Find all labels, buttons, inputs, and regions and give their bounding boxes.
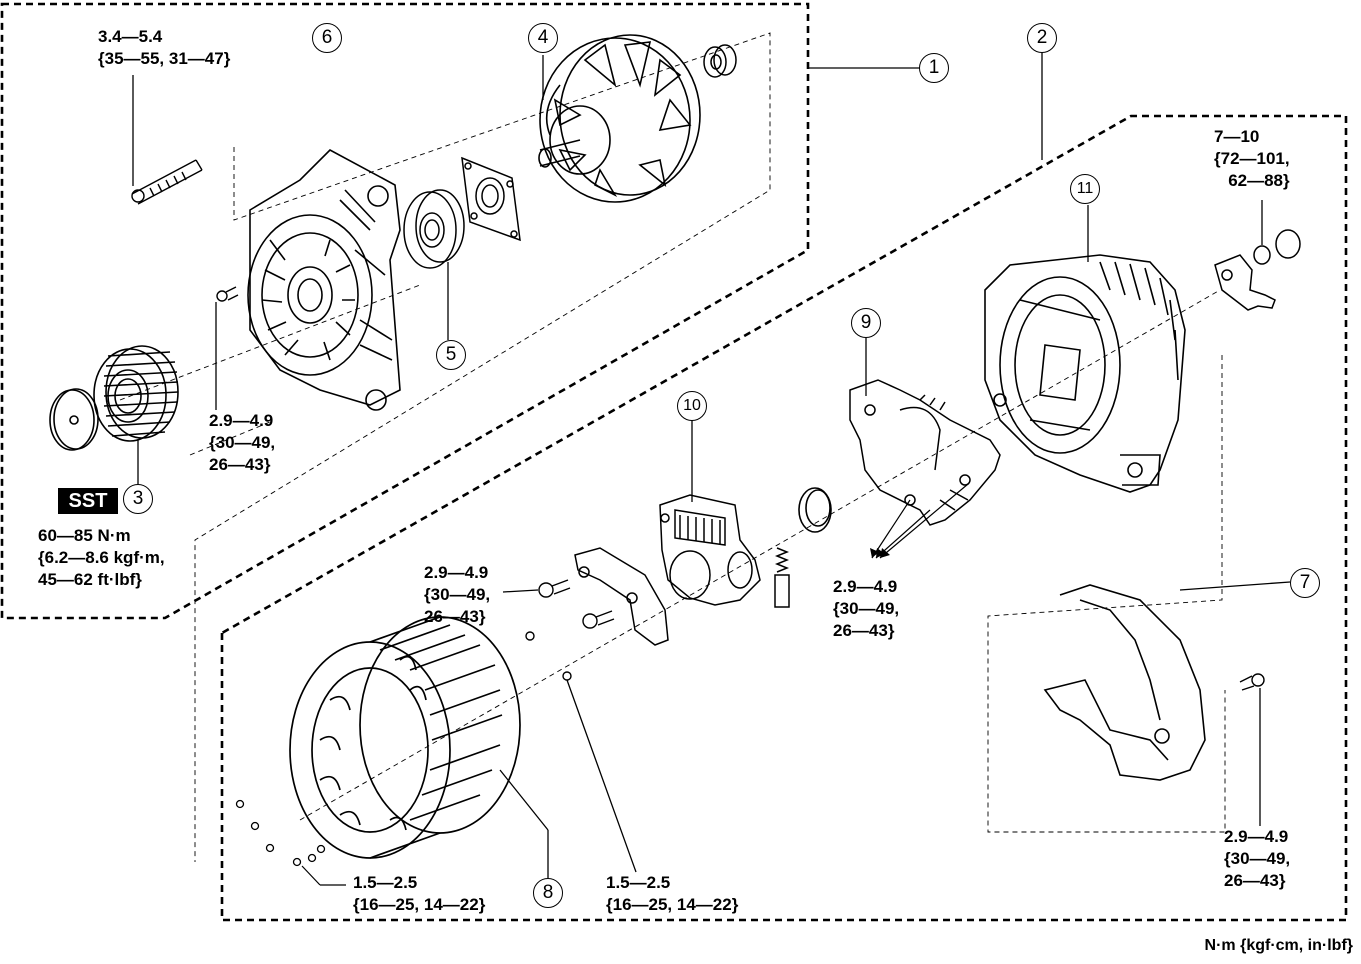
group-2-boundary xyxy=(220,114,1348,922)
front-housing-bolt xyxy=(216,286,239,302)
callout-8: 8 xyxy=(533,878,563,908)
callout-11: 11 xyxy=(1070,174,1100,204)
rear-housing xyxy=(984,254,1186,493)
front-bearing xyxy=(403,189,465,269)
torque-pulley: 60—85 N·m{6.2—8.6 kgf·m,45—62 ft·lbf} xyxy=(38,526,165,589)
snap-ring xyxy=(798,487,832,533)
callout-9: 9 xyxy=(851,308,881,338)
callout-4: 4 xyxy=(528,23,558,53)
cover-bolt xyxy=(1239,673,1265,691)
stator-screws xyxy=(235,799,326,867)
brush xyxy=(774,547,790,608)
callout-5: 5 xyxy=(436,340,466,370)
callout-3: 3 xyxy=(123,484,153,514)
group-1-boundary xyxy=(0,2,810,620)
torque-terminal-nut: 7—10{72—101,62—88} xyxy=(1214,127,1290,190)
torque-regulator-screw: 2.9—4.9{30—49,26—43} xyxy=(424,563,491,626)
callout-7: 7 xyxy=(1290,568,1320,598)
rectifier xyxy=(849,379,1001,526)
retainer-plate xyxy=(461,156,521,242)
brush-holder-plate xyxy=(574,547,669,646)
sst-badge: SST xyxy=(58,488,118,514)
b-terminal xyxy=(1214,229,1301,311)
rear-cover xyxy=(1043,584,1206,781)
rear-bearing xyxy=(703,44,737,78)
callout-10: 10 xyxy=(677,391,707,421)
torque-stator-screws: 1.5—2.5{16—25, 14—22} xyxy=(353,873,486,914)
regulator-screws xyxy=(525,579,615,681)
callout-6: 6 xyxy=(312,23,342,53)
units-note: N·m {kgf·cm, in·lbf} xyxy=(1204,937,1353,954)
rotor xyxy=(538,34,701,203)
long-bolt xyxy=(131,159,203,205)
torque-front-bolt: 2.9—4.9{30—49,26—43} xyxy=(209,411,276,474)
callout-2: 2 xyxy=(1027,23,1057,53)
torque-rectifier-screws: 2.9—4.9{30—49,26—43} xyxy=(833,577,900,640)
voltage-regulator xyxy=(659,494,761,606)
torque-long-bolt: 3.4—5.4{35—55, 31—47} xyxy=(98,27,231,68)
torque-small-screw: 1.5—2.5{16—25, 14—22} xyxy=(606,873,739,914)
front-housing xyxy=(247,149,401,411)
stator xyxy=(289,616,521,859)
callout-1: 1 xyxy=(919,53,949,83)
torque-cover-bolt: 2.9—4.9{30—49,26—43} xyxy=(1224,827,1291,890)
pulley xyxy=(49,345,179,451)
